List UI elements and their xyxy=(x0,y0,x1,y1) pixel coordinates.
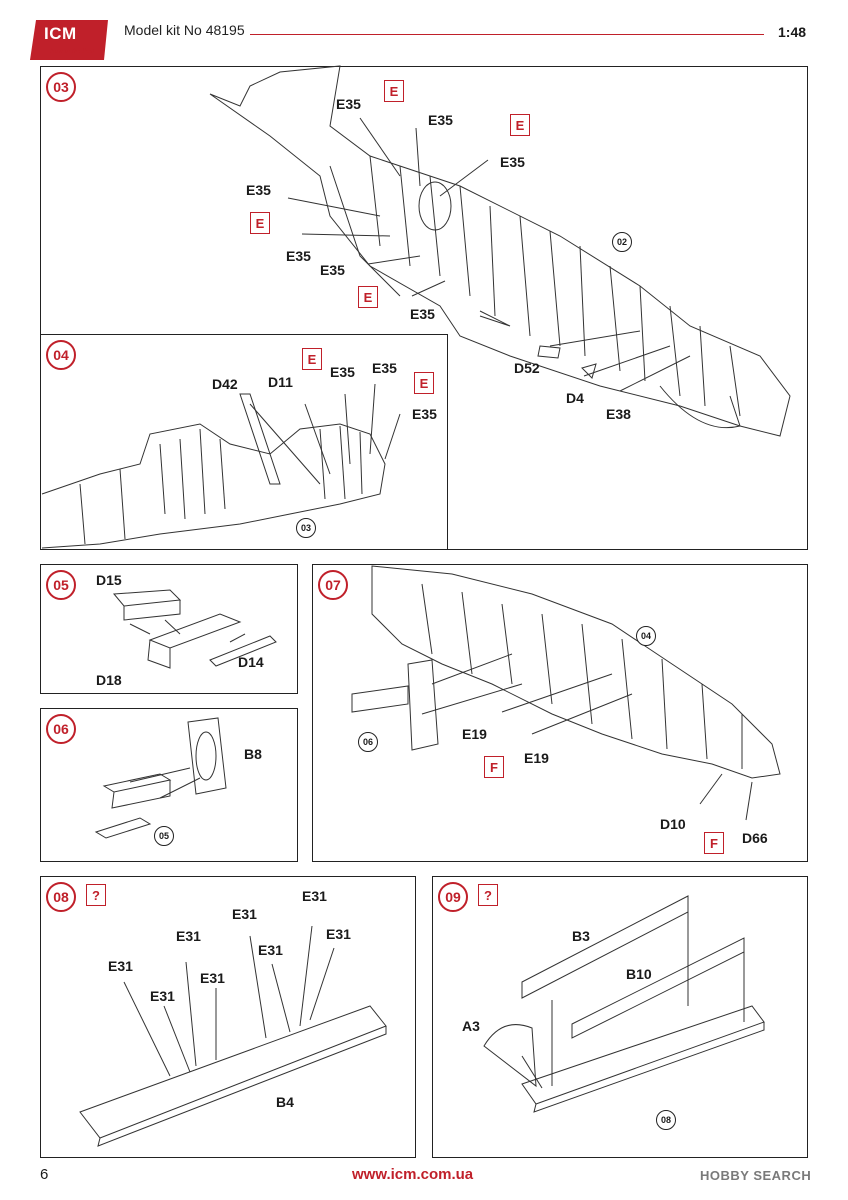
part-set-box: F xyxy=(704,832,724,854)
part-set-box: E xyxy=(358,286,378,308)
part-label: E35 xyxy=(336,96,361,112)
part-label: D52 xyxy=(514,360,540,376)
step-reference-marker: 05 xyxy=(154,826,174,846)
part-label: B8 xyxy=(244,746,262,762)
step-reference-marker: 03 xyxy=(296,518,316,538)
step-07-fuselage-drawing xyxy=(351,565,781,821)
part-label: E35 xyxy=(372,360,397,376)
brand-slogan: Now in the Past xyxy=(50,47,95,55)
part-label: E31 xyxy=(326,926,351,942)
part-label: D10 xyxy=(660,816,686,832)
step-03-fuselage-drawing xyxy=(209,65,791,437)
step-09-floor-drawing xyxy=(483,895,765,1113)
step-number-04: 04 xyxy=(46,340,76,370)
part-label: E35 xyxy=(246,182,271,198)
step-number-09: 09 xyxy=(438,882,468,912)
part-set-box: E xyxy=(384,80,404,102)
part-label: D42 xyxy=(212,376,238,392)
part-label: E31 xyxy=(108,958,133,974)
step-06-bulkhead-drawing xyxy=(94,717,227,839)
step-number-06: 06 xyxy=(46,714,76,744)
part-label: E38 xyxy=(606,406,631,422)
part-label: B10 xyxy=(626,966,652,982)
part-label: D14 xyxy=(238,654,264,670)
part-set-box: E xyxy=(510,114,530,136)
part-set-box: E xyxy=(302,348,322,370)
part-label: E35 xyxy=(410,306,435,322)
step-number-03: 03 xyxy=(46,72,76,102)
part-label: B3 xyxy=(572,928,590,944)
step-number-07: 07 xyxy=(318,570,348,600)
step-reference-marker: 02 xyxy=(612,232,632,252)
part-label: E35 xyxy=(330,364,355,380)
step-04-panel xyxy=(40,334,448,550)
help-marker: ? xyxy=(478,884,498,906)
header-rule xyxy=(250,34,764,35)
step-08-panel xyxy=(40,876,416,1158)
step-09-panel xyxy=(432,876,808,1158)
part-label: E35 xyxy=(500,154,525,170)
step-08-floor-drawing xyxy=(79,925,387,1147)
help-marker: ? xyxy=(86,884,106,906)
step-reference-marker: 04 xyxy=(636,626,656,646)
part-label: B4 xyxy=(276,1094,294,1110)
brand-name: ICM xyxy=(44,24,77,43)
page-number: 6 xyxy=(40,1166,49,1183)
step-04-fuselage-drawing xyxy=(41,383,401,549)
step-05-floor-drawing xyxy=(112,589,277,669)
part-set-box: E xyxy=(414,372,434,394)
scale-label: 1:48 xyxy=(778,24,807,40)
part-label: E31 xyxy=(258,942,283,958)
part-label: E31 xyxy=(302,888,327,904)
part-label: D4 xyxy=(566,390,584,406)
part-set-box: F xyxy=(484,756,504,778)
part-label: D66 xyxy=(742,830,768,846)
kit-number: Model kit No 48195 xyxy=(124,22,245,38)
part-label: E31 xyxy=(176,928,201,944)
icm-logo xyxy=(30,20,108,60)
part-label: E19 xyxy=(524,750,549,766)
watermark: HOBBY SEARCH xyxy=(700,1168,812,1183)
part-label: A3 xyxy=(462,1018,480,1034)
part-label: E31 xyxy=(200,970,225,986)
part-label: E35 xyxy=(412,406,437,422)
step-reference-marker: 08 xyxy=(656,1110,676,1130)
part-label: E35 xyxy=(286,248,311,264)
part-label: D11 xyxy=(268,374,293,390)
step-reference-marker: 06 xyxy=(358,732,378,752)
part-label: E31 xyxy=(232,906,257,922)
step-number-08: 08 xyxy=(46,882,76,912)
part-label: E35 xyxy=(428,112,453,128)
part-set-box: E xyxy=(250,212,270,234)
step-number-05: 05 xyxy=(46,570,76,600)
step-07-panel xyxy=(312,564,808,862)
part-label: E31 xyxy=(150,988,175,1004)
website-link[interactable]: www.icm.com.ua xyxy=(352,1166,474,1183)
step-05-panel xyxy=(40,564,298,694)
part-label: E19 xyxy=(462,726,487,742)
part-label: E35 xyxy=(320,262,345,278)
part-label: D18 xyxy=(96,672,122,688)
part-label: D15 xyxy=(96,572,122,588)
